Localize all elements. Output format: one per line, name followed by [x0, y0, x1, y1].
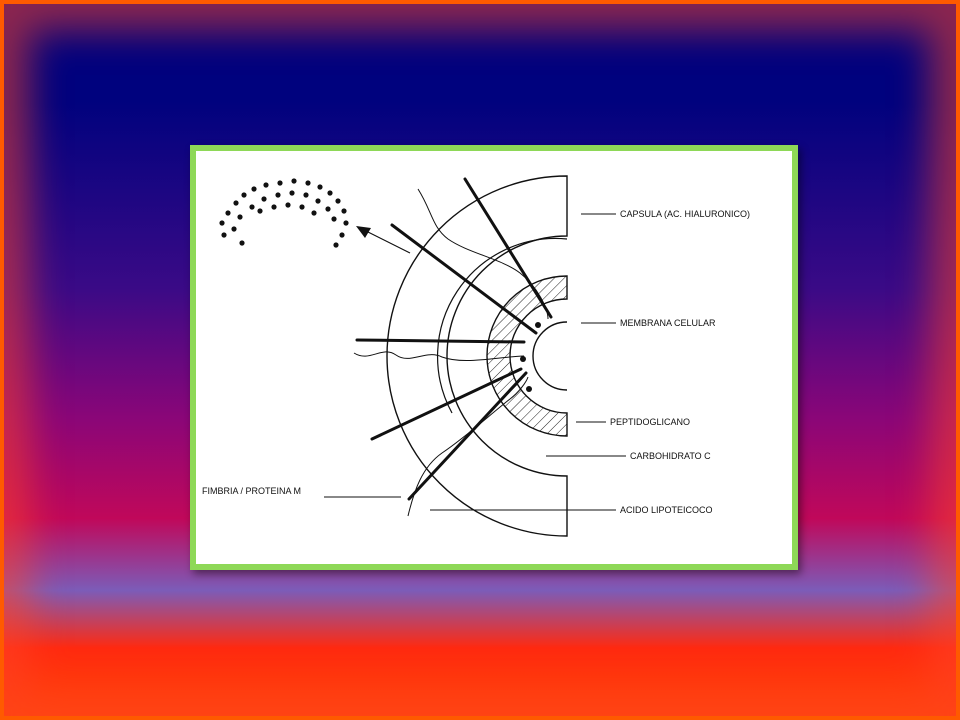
hyaluronic-acid-dots: [219, 178, 349, 248]
fimbriae-lines: [355, 177, 553, 501]
lipoteichoic-lines: [353, 188, 549, 517]
label-leader-lines: [324, 213, 626, 511]
carbohydrate-arc: [436, 237, 568, 414]
membrane-dot: [520, 356, 526, 362]
label-capsula: CAPSULA (AC. HIALURONICO): [620, 209, 750, 219]
label-acido-lipoteicoco: ACIDO LIPOTEICOCO: [620, 505, 713, 515]
label-carbohidrato-c: CARBOHIDRATO C: [630, 451, 711, 461]
peptidoglycan-sector: [486, 275, 568, 437]
label-membrana-celular: MEMBRANA CELULAR: [620, 318, 716, 328]
cell-wall-diagram: CAPSULA (AC. HIALURONICO) MEMBRANA CELUL…: [202, 175, 750, 537]
membrane-dot: [526, 386, 532, 392]
label-peptidoglicano: PEPTIDOGLICANO: [610, 417, 690, 427]
arrow-icon: [356, 226, 411, 254]
diagram-panel: CAPSULA (AC. HIALURONICO) MEMBRANA CELUL…: [190, 145, 798, 570]
label-fimbria-proteina-m: FIMBRIA / PROTEINA M: [202, 486, 301, 496]
membrane-dot: [535, 322, 541, 328]
cell-membrane-arc: [532, 321, 568, 391]
capsule-sector: [386, 175, 568, 537]
